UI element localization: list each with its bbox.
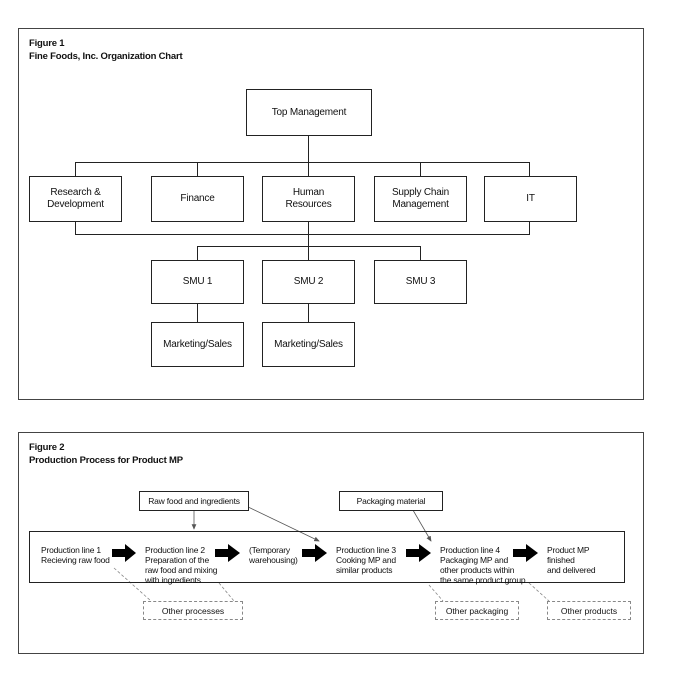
marketing-sales-box-2: Marketing/Sales — [262, 322, 355, 367]
step-production-line-3: Production line 3 Cooking MP and similar… — [336, 545, 396, 575]
dept-it: IT — [484, 176, 577, 222]
connector-dept-bus — [75, 162, 529, 163]
top-management-box: Top Management — [246, 89, 372, 136]
connector-smu-2 — [308, 246, 309, 260]
dashed-line-line2-out — [218, 582, 235, 602]
output-other-processes: Other processes — [143, 601, 243, 620]
process-arrow-4 — [406, 544, 431, 562]
smu-1-box: SMU 1 — [151, 260, 244, 304]
connector-dept-5-bottom — [529, 222, 530, 234]
connector-hr-down — [308, 222, 309, 246]
connector-dept-3 — [308, 162, 309, 176]
step-production-line-4: Production line 4 Packaging MP and other… — [440, 545, 526, 585]
process-arrow-5 — [513, 544, 538, 562]
process-connectors — [112, 504, 550, 602]
input-line-raw-to-line3 — [243, 504, 320, 542]
process-arrow-2 — [215, 544, 240, 562]
connector-marketing-1 — [197, 304, 198, 322]
process-arrow-3 — [302, 544, 327, 562]
connector-dept-5 — [529, 162, 530, 176]
step-product-finished: Product MP finished and delivered — [547, 545, 596, 575]
figure2-label: Figure 2 — [29, 442, 65, 453]
marketing-sales-box-1: Marketing/Sales — [151, 322, 244, 367]
figure2-panel: Figure 2 Production Process for Product … — [18, 432, 644, 654]
step-production-line-1: Production line 1 Recieving raw food — [41, 545, 110, 565]
connector-marketing-2 — [308, 304, 309, 322]
dept-supply-chain: Supply Chain Management — [374, 176, 467, 222]
dashed-line-line1-out — [113, 567, 152, 602]
connector-smu-3 — [420, 246, 421, 260]
connector-lower-bus — [75, 234, 530, 235]
figure1-panel: Figure 1 Fine Foods, Inc. Organization C… — [18, 28, 644, 400]
connector-dept-2 — [197, 162, 198, 176]
output-other-products: Other products — [547, 601, 631, 620]
connector-smu-bus — [197, 246, 421, 247]
input-packaging-box: Packaging material — [339, 491, 443, 511]
smu-3-box: SMU 3 — [374, 260, 467, 304]
dashed-line-final-out — [528, 582, 550, 602]
process-arrow-1 — [112, 544, 136, 562]
connector-dept-1 — [75, 162, 76, 176]
output-other-packaging: Other packaging — [435, 601, 519, 620]
connector-top-vertical — [308, 136, 309, 162]
figure1-label: Figure 1 — [29, 38, 65, 49]
input-raw-food-box: Raw food and ingredients — [139, 491, 249, 511]
input-line-packaging-to-line4 — [409, 504, 432, 542]
dashed-line-line4-out — [428, 584, 444, 602]
figure1-title: Fine Foods, Inc. Organization Chart — [29, 51, 183, 62]
dept-research-development: Research & Development — [29, 176, 122, 222]
step-temporary-warehousing: (Temporary warehousing) — [249, 545, 298, 565]
connector-dept-1-bottom — [75, 222, 76, 234]
connector-dept-4 — [420, 162, 421, 176]
connector-smu-1 — [197, 246, 198, 260]
dept-human-resources: Human Resources — [262, 176, 355, 222]
figure2-title: Production Process for Product MP — [29, 455, 183, 466]
step-production-line-2: Production line 2 Preparation of the raw… — [145, 545, 218, 585]
process-container — [29, 531, 625, 583]
smu-2-box: SMU 2 — [262, 260, 355, 304]
dept-finance: Finance — [151, 176, 244, 222]
